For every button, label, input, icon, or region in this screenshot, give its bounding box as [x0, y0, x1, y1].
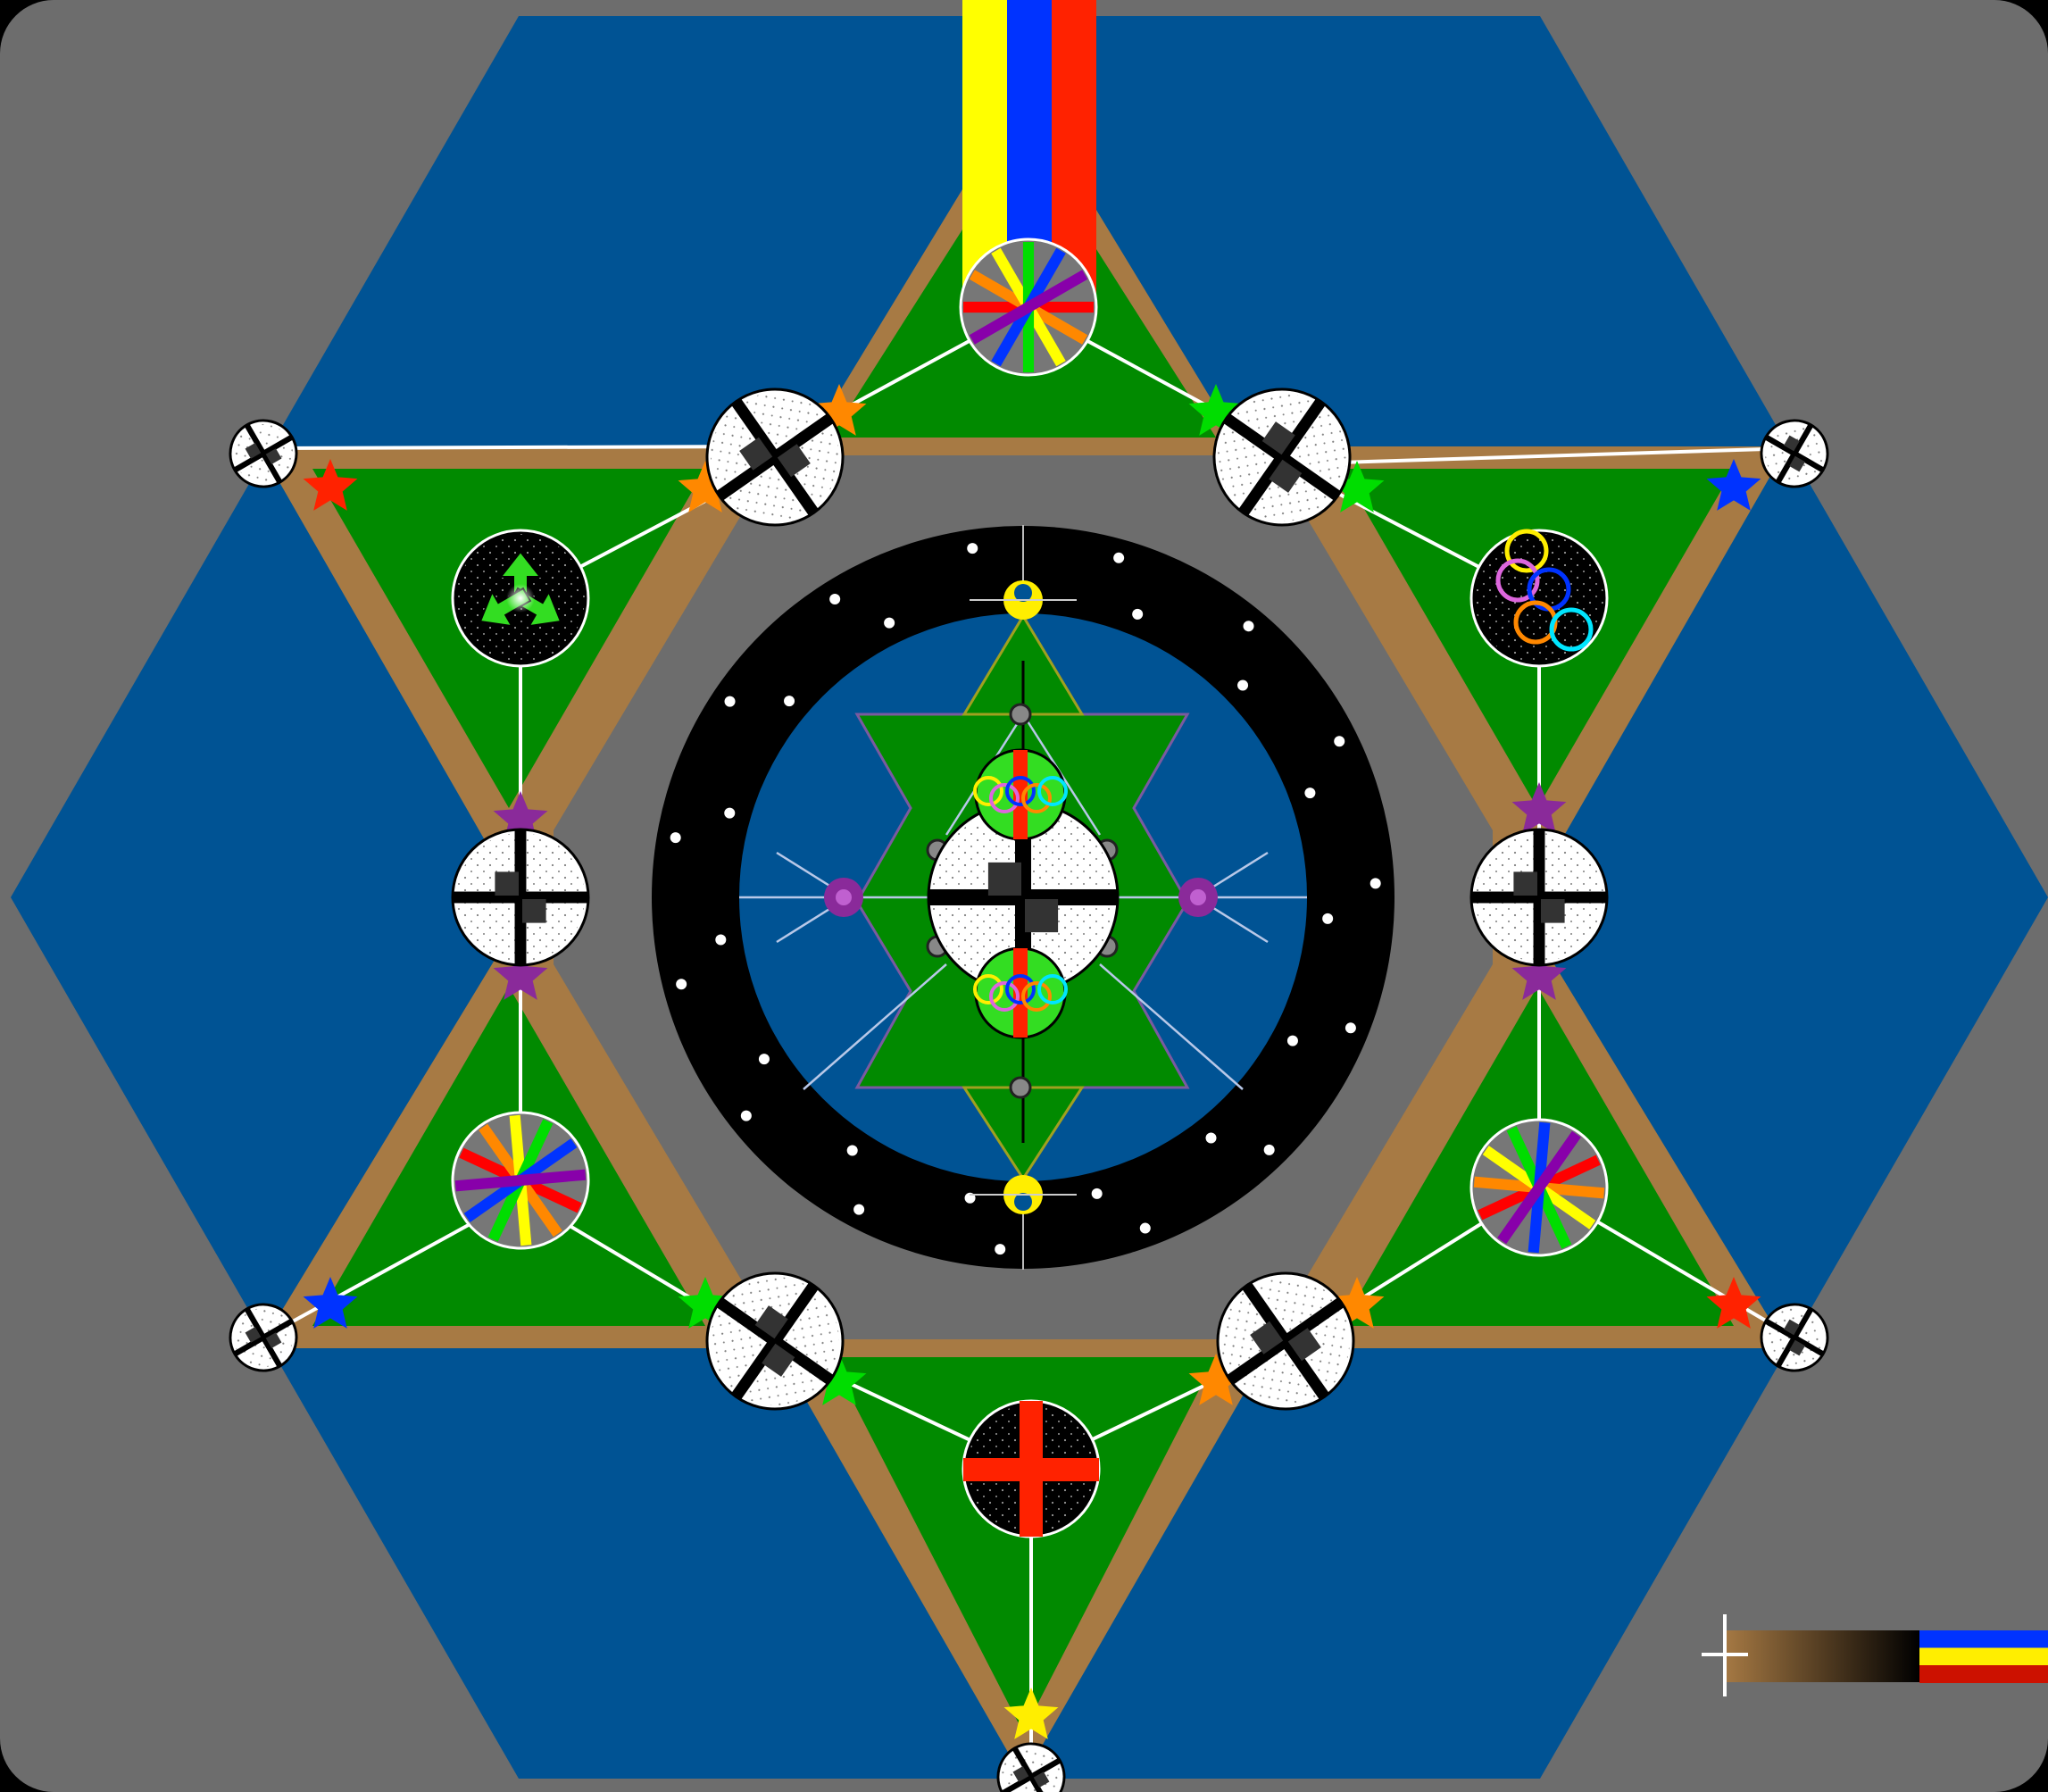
ring-star-dot [1140, 1223, 1151, 1234]
ring-star-dot [967, 543, 978, 554]
portal-quad [495, 871, 519, 896]
portal-node-3[interactable] [1471, 829, 1607, 965]
portal-quad [1513, 871, 1537, 896]
portal-bar-v [1534, 829, 1545, 965]
recycle-core [506, 584, 535, 613]
ring-star-dot [1322, 913, 1333, 924]
legend-stripe-0 [1919, 1630, 2048, 1648]
portal-quad [1025, 899, 1058, 932]
rainbow-wheel-top[interactable] [961, 239, 1096, 375]
ring-star-dot [829, 594, 840, 604]
ring-star-dot [1244, 621, 1254, 631]
legend-stripe-2 [1919, 1665, 2048, 1683]
ring-star-dot [853, 1204, 864, 1215]
purple-emblem-0 [824, 878, 863, 917]
ring-star-dot [1345, 1022, 1356, 1033]
ring-star-dot [1370, 878, 1381, 888]
ring-star-dot [1092, 1188, 1103, 1199]
portal-quad [988, 863, 1021, 896]
center-rings-disc-0[interactable] [975, 750, 1066, 839]
ring-star-dot [725, 696, 736, 707]
red-cross-node[interactable] [963, 1401, 1099, 1537]
ring-star-dot [715, 935, 726, 946]
compass-knob-1 [1011, 1078, 1030, 1097]
legend-stripe-1 [1919, 1648, 2048, 1666]
purple-emblem-1 [1178, 878, 1218, 917]
ring-star-dot [995, 1244, 1005, 1254]
compass-knob-0 [1011, 704, 1030, 724]
ring-star-dot [759, 1054, 770, 1064]
legend-gradient-bar [1723, 1630, 1919, 1682]
purple-emblem-core [1190, 889, 1206, 905]
ring-star-dot [676, 979, 687, 989]
center-rings-disc-1[interactable] [975, 948, 1066, 1038]
portal-bar-v [515, 829, 527, 965]
ring-star-dot [1113, 553, 1124, 563]
recycle-node[interactable] [453, 530, 588, 666]
ring-star-dot [724, 808, 735, 819]
ring-star-dot [847, 1145, 858, 1155]
ring-star-dot [1287, 1036, 1298, 1046]
portal-quad [1541, 899, 1565, 923]
ring-star-dot [1334, 736, 1345, 746]
ring-star-dot [741, 1111, 752, 1121]
portal-node-2[interactable] [453, 829, 588, 965]
ring-star-dot [1132, 609, 1143, 620]
ring-star-dot [1304, 788, 1315, 798]
rings-node[interactable] [1471, 530, 1607, 666]
red-cross-v [1020, 1401, 1043, 1537]
ring-star-dot [1206, 1133, 1217, 1144]
ring-star-dot [1237, 679, 1248, 690]
link-line-2 [263, 446, 775, 448]
ring-star-dot [670, 832, 681, 843]
portal-quad [522, 899, 546, 923]
ring-star-dot [784, 696, 795, 706]
purple-emblem-core [836, 889, 852, 905]
ring-star-dot [884, 618, 895, 629]
ring-star-dot [1264, 1145, 1275, 1155]
